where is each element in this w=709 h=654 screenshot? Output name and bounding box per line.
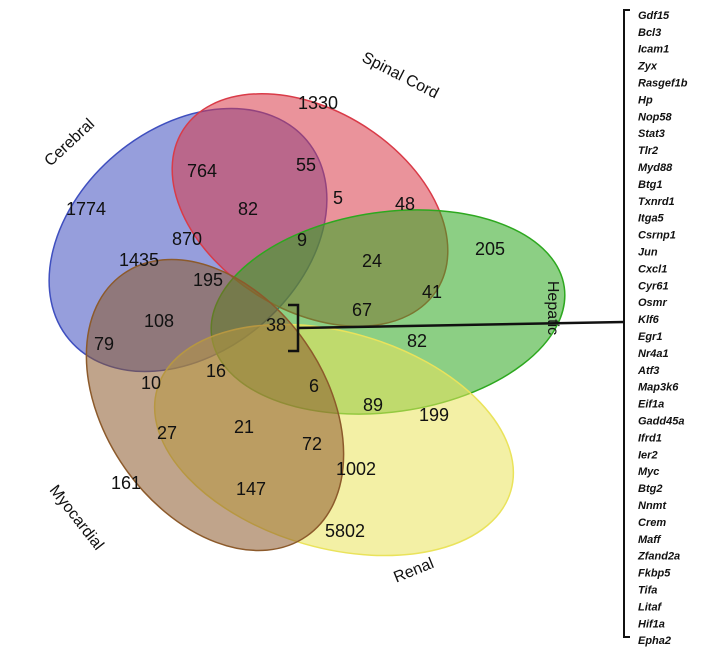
gene-name: Klf6 [638,314,660,326]
gene-name: Btg1 [638,179,662,191]
gene-name: Litaf [638,601,663,613]
region-count: 79 [94,334,114,354]
gene-name: Myd88 [638,162,673,174]
gene-name: Cyr61 [638,280,669,292]
region-count: 1330 [298,93,338,113]
gene-name: Txnrd1 [638,196,675,208]
gene-name: Epha2 [638,635,671,647]
region-count: 82 [238,199,258,219]
region-count: 5802 [325,521,365,541]
set-label-renal: Renal [391,555,436,586]
region-counts: 1330 1774 764 55 5 48 82 870 9 205 1435 … [66,93,505,541]
gene-name: Hif1a [638,618,665,630]
pointer-line [297,320,625,330]
region-count: 205 [475,239,505,259]
gene-name: Myc [638,466,659,478]
gene-name: Gadd45a [638,416,684,428]
gene-name: Bcl3 [638,27,661,39]
region-count: 82 [407,331,427,351]
region-count: 764 [187,161,217,181]
gene-name: Zfand2a [637,551,680,563]
gene-name: Tifa [638,585,657,597]
region-count: 48 [395,194,415,214]
region-count: 55 [296,155,316,175]
venn-petals [48,93,566,557]
region-count: 27 [157,423,177,443]
region-count: 195 [193,270,223,290]
region-count: 38 [266,315,286,335]
set-label-myocardial: Myocardial [46,482,107,553]
region-count: 10 [141,373,161,393]
gene-name: Fkbp5 [638,568,671,580]
gene-name: Eif1a [638,399,664,411]
gene-name: Maff [638,534,662,546]
region-count: 24 [362,251,382,271]
set-label-hepatic: Hepatic [544,281,561,335]
gene-name: Hp [638,94,653,106]
gene-name: Btg2 [638,483,662,495]
gene-name: Ier2 [638,449,658,461]
gene-name: Zyx [637,61,658,73]
region-count: 6 [309,376,319,396]
region-count: 21 [234,417,254,437]
region-count: 16 [206,361,226,381]
region-count: 199 [419,405,449,425]
region-count: 5 [333,188,343,208]
region-count: 9 [297,230,307,250]
gene-name: Jun [638,247,658,259]
gene-name: Map3k6 [638,382,679,394]
region-count: 1002 [336,459,376,479]
region-count: 870 [172,229,202,249]
gene-name: Nr4a1 [638,348,669,360]
region-count: 108 [144,311,174,331]
region-count: 1774 [66,199,106,219]
region-count: 41 [422,282,442,302]
gene-name: Tlr2 [638,145,658,157]
gene-name: Cxcl1 [638,263,667,275]
gene-name: Nop58 [638,111,673,123]
region-count: 1435 [119,250,159,270]
gene-name: Csrnp1 [638,230,676,242]
gene-name: Osmr [638,297,667,309]
gene-name: Itga5 [638,213,665,225]
gene-name: Atf3 [637,365,659,377]
gene-name: Ifrd1 [638,432,662,444]
region-count: 147 [236,479,266,499]
gene-name: Crem [638,517,666,529]
gene-name: Nnmt [638,500,667,512]
region-count: 161 [111,473,141,493]
gene-name: Rasgef1b [638,78,688,90]
gene-name: Stat3 [638,128,665,140]
region-count: 67 [352,300,372,320]
set-label-cerebral: Cerebral [42,116,98,170]
set-petal-myocardial [85,258,345,552]
shared-genes-pointer [288,9,630,638]
region-count: 72 [302,434,322,454]
region-count: 89 [363,395,383,415]
gene-name: Gdf15 [638,10,670,22]
gene-name: Icam1 [638,44,669,56]
gene-name: Egr1 [638,331,662,343]
gene-list-bracket [623,9,630,638]
set-label-spinal-cord: Spinal Cord [359,49,441,102]
gene-list: Gdf15Bcl3Icam1ZyxRasgef1bHpNop58Stat3Tlr… [637,10,688,647]
